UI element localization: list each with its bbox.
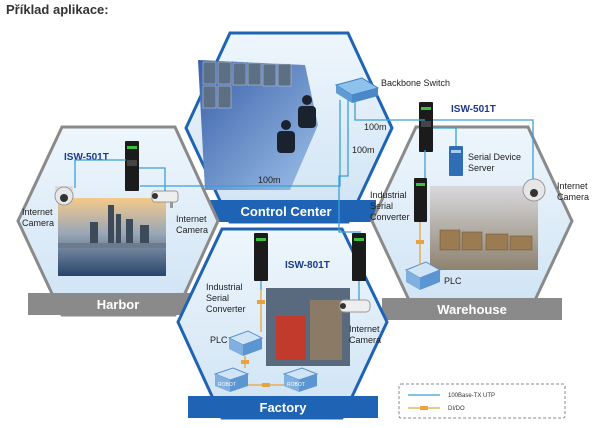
zone-label-harbor: Harbor — [97, 297, 140, 312]
industrial-serial-converter-label: Serial — [206, 293, 229, 303]
legend-utp-label: 100Base-TX UTP — [448, 393, 495, 399]
industrial-serial-converter-label: Converter — [206, 304, 246, 314]
internet-camera-label: Internet — [22, 207, 53, 217]
zone-label-factory: Factory — [260, 400, 308, 415]
internet-camera-label: Camera — [22, 218, 54, 228]
isw801t-factory-device-icon — [352, 233, 366, 281]
bullet-camera-icon — [339, 299, 371, 313]
bullet-camera-icon — [151, 190, 179, 208]
industrial-serial-converter-label: Industrial — [206, 282, 243, 292]
isw501t-warehouse-device-icon — [419, 102, 433, 152]
hex-factory: Factory ISW-801T Industrial Serial Conve… — [176, 227, 389, 420]
isw501t-harbor-device-icon — [125, 141, 139, 191]
robot-label: ROBOT — [218, 382, 236, 388]
backbone-switch-icon — [334, 77, 380, 103]
dome-camera-icon — [522, 178, 546, 202]
serial-device-server-icon — [449, 146, 463, 176]
page-title: Příklad aplikace: — [6, 2, 109, 17]
isw801t-factory-device-icon — [254, 233, 268, 281]
dido-markers — [241, 240, 424, 387]
warehouse-photo — [430, 186, 538, 270]
serial-device-server-label: Serial Device — [468, 152, 521, 162]
plc-icon — [404, 261, 442, 290]
backbone-switch-label: Backbone Switch — [381, 78, 450, 88]
internet-camera-label: Camera — [349, 335, 381, 345]
internet-camera-label: Internet — [349, 324, 380, 334]
robot-icon — [213, 367, 250, 392]
distance-100m-label: 100m — [364, 122, 387, 132]
industrial-serial-converter-label: Industrial — [370, 190, 407, 200]
plc-icon — [227, 330, 264, 356]
legend: 100Base-TX UTP DI/DO — [398, 383, 566, 419]
industrial-serial-converter-label: Converter — [370, 212, 410, 222]
plc-label: PLC — [210, 335, 228, 345]
isw801t-factory-label: ISW-801T — [285, 260, 330, 271]
isw501t-warehouse-label: ISW-501T — [451, 104, 496, 115]
zone-label-control-center: Control Center — [241, 204, 332, 219]
internet-camera-label: Camera — [176, 225, 208, 235]
zone-label-warehouse: Warehouse — [437, 302, 507, 317]
legend-dido-label: DI/DO — [448, 406, 465, 412]
internet-camera-label: Internet — [557, 181, 588, 191]
dome-camera-icon — [54, 186, 74, 206]
serial-device-server-label: Server — [468, 163, 495, 173]
internet-camera-label: Camera — [557, 192, 589, 202]
robot-label: ROBOT — [287, 382, 305, 388]
hex-warehouse: Warehouse ISW-501T Serial Device Server … — [370, 102, 589, 320]
internet-camera-label: Internet — [176, 214, 207, 224]
industrial-serial-converter-label: Serial — [370, 201, 393, 211]
robot-icon — [282, 367, 319, 392]
isw501t-harbor-label: ISW-501T — [64, 152, 109, 163]
distance-100m-label: 100m — [258, 175, 281, 185]
plc-label: PLC — [444, 276, 462, 286]
hex-harbor: Harbor ISW-501T Internet Camera Internet… — [16, 125, 220, 317]
industrial-serial-converter-icon — [414, 178, 427, 222]
utp-cables — [74, 100, 534, 300]
distance-100m-label: 100m — [352, 145, 375, 155]
